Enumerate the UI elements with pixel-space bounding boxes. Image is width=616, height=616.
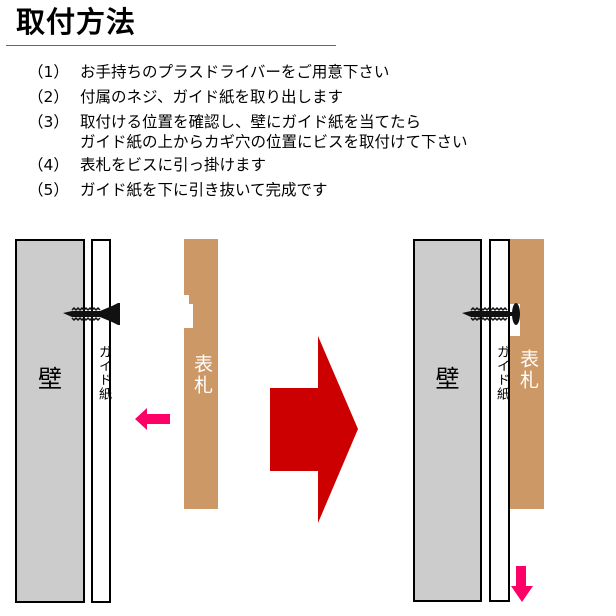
step-5: （5） ガイド紙を下に引き抜いて完成です <box>28 178 468 203</box>
arrow-left-icon <box>135 408 170 430</box>
arrow-down-icon <box>511 566 533 602</box>
wall: 壁 <box>413 239 482 602</box>
step-number: （4） <box>28 156 69 174</box>
step-number: （3） <box>28 113 69 131</box>
step-3: （3） 取付ける位置を確認し、壁にガイド紙を当てたら ガイド紙の上からカギ穴の位置… <box>28 110 468 153</box>
step-number: （2） <box>28 88 69 106</box>
guide-paper: ガイド紙 <box>489 239 510 602</box>
guide-paper-label: ガイド紙 <box>494 345 509 401</box>
step-text: ガイド紙を下に引き抜いて完成です <box>80 181 328 199</box>
step-2: （2） 付属のネジ、ガイド紙を取り出します <box>28 85 468 110</box>
step-1: （1） お手持ちのプラスドライバーをご用意下さい <box>28 60 468 85</box>
instruction-steps: （1） お手持ちのプラスドライバーをご用意下さい （2） 付属のネジ、ガイド紙を取り… <box>28 60 468 203</box>
screw-icon <box>63 303 120 325</box>
step-number: （1） <box>28 63 69 81</box>
nameplate: 表札 <box>184 239 218 509</box>
arrow-right-icon <box>270 336 358 523</box>
step-text: お手持ちのプラスドライバーをご用意下さい <box>80 63 390 81</box>
wall-label: 壁 <box>435 365 460 393</box>
screw-icon <box>462 303 520 325</box>
step-number: （5） <box>28 181 69 199</box>
title-divider <box>6 45 336 46</box>
wall-label: 壁 <box>38 365 62 393</box>
guide-paper: ガイド紙 <box>91 239 111 603</box>
keyhole-slot-top <box>184 295 189 305</box>
step-text-continued: ガイド紙の上からカギ穴の位置にビスを取付けて下さい <box>80 133 468 151</box>
step-text: 表札をビスに引っ掛けます <box>80 156 267 174</box>
step-4: （4） 表札をビスに引っ掛けます <box>28 153 468 178</box>
step-text: 取付ける位置を確認し、壁にガイド紙を当てたら <box>80 113 422 131</box>
nameplate-label: 表札 <box>191 354 213 396</box>
nameplate-label: 表札 <box>517 349 539 391</box>
guide-paper-label: ガイド紙 <box>96 345 111 401</box>
page-title: 取付方法 <box>16 5 137 39</box>
nameplate: 表札 <box>510 239 544 509</box>
step-text: 付属のネジ、ガイド紙を取り出します <box>80 88 344 106</box>
keyhole-slot <box>184 304 193 328</box>
wall: 壁 <box>15 239 85 603</box>
